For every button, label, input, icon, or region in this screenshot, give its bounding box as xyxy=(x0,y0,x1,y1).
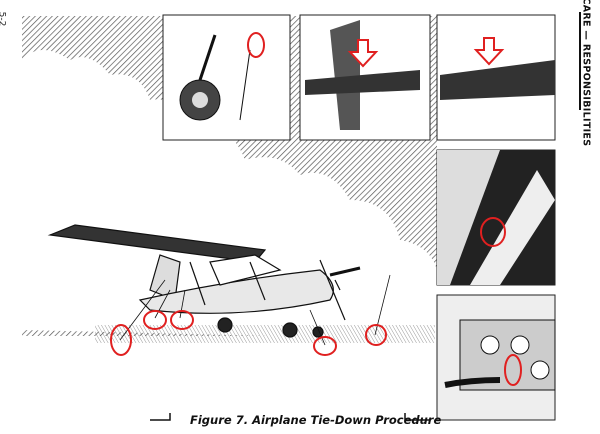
inset-control-lock xyxy=(436,294,556,421)
inset-landing-gear xyxy=(162,14,291,141)
inset-tail-tiedown xyxy=(299,14,431,141)
airplane xyxy=(47,224,361,338)
clouds xyxy=(22,50,437,340)
figure-caption: Figure 7. Airplane Tie-Down Procedure xyxy=(190,413,442,427)
inset-wing-tiedown xyxy=(436,14,556,141)
section-rule xyxy=(579,12,581,110)
caption-brackets xyxy=(150,413,430,421)
inset-wing-strut xyxy=(436,149,556,286)
highlight-circles xyxy=(110,310,387,356)
